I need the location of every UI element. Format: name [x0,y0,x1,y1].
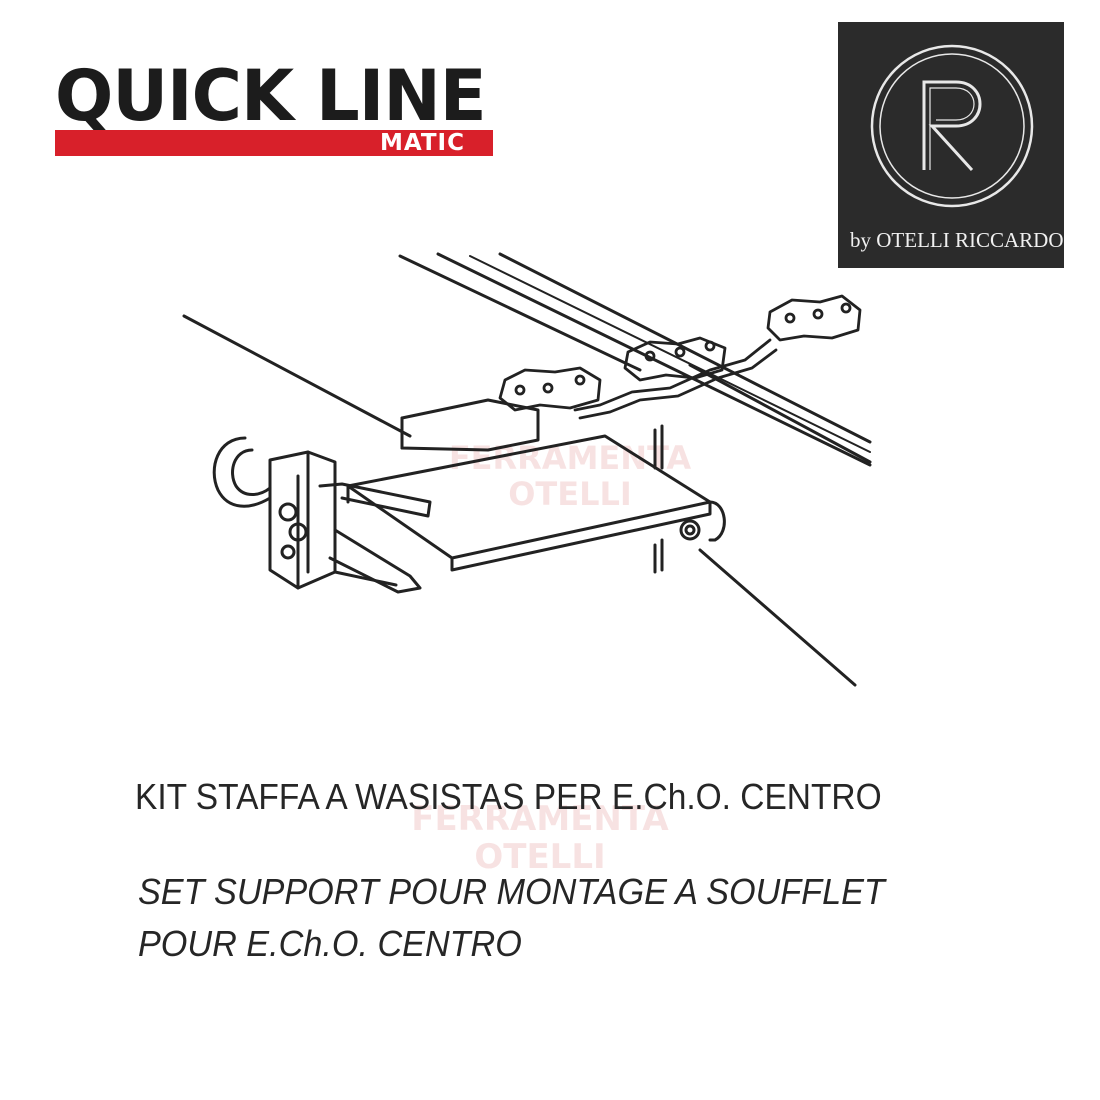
brand-sub-label: MATIC [379,130,465,156]
quick-line-matic-logo: QUICK LINE MATIC [55,58,495,170]
otelli-riccardo-badge: by OTELLI RICCARDO [838,22,1064,268]
product-title-french-line2: POUR E.Ch.O. CENTRO [138,923,522,964]
r-monogram-icon [870,44,1034,208]
brand-red-bar: MATIC [55,130,493,156]
product-title-french: SET SUPPORT POUR MONTAGE A SOUFFLET POUR… [138,866,885,970]
brand-name: QUICK LINE [55,55,487,137]
product-line-drawing [182,252,872,687]
badge-caption: by OTELLI RICCARDO [850,228,1064,252]
product-title-french-line1: SET SUPPORT POUR MONTAGE A SOUFFLET [138,871,885,912]
product-title-italian: KIT STAFFA A WASISTAS PER E.Ch.O. CENTRO [135,776,882,817]
